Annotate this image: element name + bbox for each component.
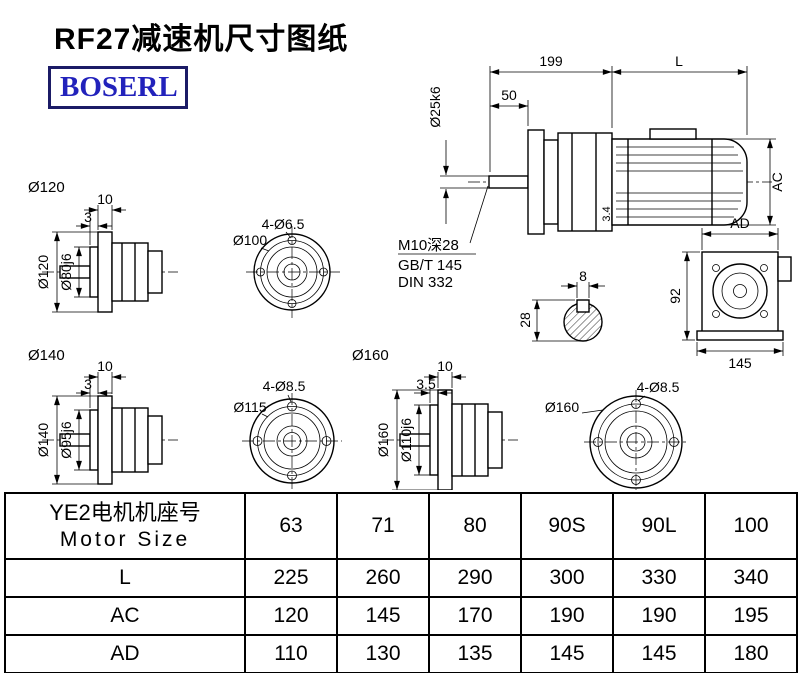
dimension-drawing: 199 L 50 Ø25k6 AC 3.4 M10深28 GB/T 145 DI… [28, 53, 792, 490]
brand-logo-text: BOSERL [60, 71, 178, 103]
row-label-AC: AC [4, 596, 246, 636]
dim-AD: AD [730, 215, 749, 231]
cell-AC-80: 170 [428, 596, 522, 636]
cell-AD-71: 130 [336, 634, 430, 673]
dim-28: 28 [517, 312, 533, 328]
end-view: AD 92 145 [667, 215, 792, 371]
note-gb-standard: GB/T 145 [398, 257, 462, 274]
dim-flange140-spigot: Ø95j6 [58, 421, 74, 459]
table-header-row: YE2电机机座号 Motor Size 63 71 80 90S 90L 100 [4, 492, 798, 560]
dim-flange120-10: 10 [97, 191, 113, 207]
dim-199: 199 [539, 53, 563, 69]
key [576, 299, 590, 313]
size-column-63: 63 [244, 492, 338, 560]
output-shaft [488, 175, 529, 189]
cell-AC-100: 195 [704, 596, 798, 636]
table-row-AD: AD 110 130 135 145 145 180 [4, 634, 798, 673]
dim-L: L [675, 53, 683, 69]
dim-flange140-10: 10 [97, 358, 113, 374]
dim-flange140-bolt-circle: Ø115 [233, 399, 266, 415]
cell-L-80: 290 [428, 558, 522, 598]
size-column-100: 100 [704, 492, 798, 560]
shaft-key-section: 8 28 [517, 268, 605, 342]
cell-L-71: 260 [336, 558, 430, 598]
dim-flange160-bolt-circle: Ø160 [545, 399, 579, 415]
dim-flange160-outer: Ø160 [375, 423, 391, 457]
flange-160-label: Ø160 [352, 347, 389, 364]
flange-160-side-view: Ø160 Ø160 Ø110j6 10 3.5 [352, 347, 518, 490]
motor-body [611, 138, 748, 226]
dim-flange120-bolt-circle: Ø100 [233, 232, 267, 248]
flange-140-side-view: Ø140 Ø140 Ø95j6 10 3 [28, 347, 178, 485]
flange-160-front-view: 4-Ø8.5 Ø160 [545, 379, 688, 490]
flange-120-label: Ø120 [28, 179, 65, 196]
page-title: RF27减速机尺寸图纸 [54, 23, 349, 56]
end-view-base [696, 330, 784, 341]
gearbox-flange [527, 129, 545, 235]
size-column-71: 71 [336, 492, 430, 560]
dim-8: 8 [579, 268, 587, 284]
dim-flange120-spigot: Ø80j6 [58, 253, 74, 291]
size-column-90S: 90S [520, 492, 614, 560]
flange-120-side-view: Ø120 Ø120 Ø80j6 10 3 [28, 179, 178, 313]
flange-120-front-view: 4-Ø6.5 Ø100 [233, 216, 340, 318]
cell-AD-63: 110 [244, 634, 338, 673]
brand-logo: BOSERL [48, 66, 188, 109]
dim-flange120-holes: 4-Ø6.5 [262, 216, 305, 232]
cell-AD-90S: 145 [520, 634, 614, 673]
dim-flange140-3: 3 [84, 376, 92, 392]
note-din-standard: DIN 332 [398, 274, 453, 291]
dim-50: 50 [501, 87, 517, 103]
dim-flange120-3: 3 [84, 209, 92, 225]
cell-AC-63: 120 [244, 596, 338, 636]
note-thread: M10深28 [398, 237, 459, 254]
cell-L-100: 340 [704, 558, 798, 598]
table-header-label: YE2电机机座号 Motor Size [4, 492, 246, 560]
dim-flange140-outer: Ø140 [35, 423, 51, 457]
dim-flange160-3-5: 3.5 [416, 376, 436, 392]
cell-AD-80: 135 [428, 634, 522, 673]
gearbox-housing [557, 132, 613, 232]
row-label-L: L [4, 558, 246, 598]
cell-AD-90L: 145 [612, 634, 706, 673]
row-label-AD: AD [4, 634, 246, 673]
dim-flange140-holes: 4-Ø8.5 [263, 378, 306, 394]
dim-shaft-diameter: Ø25k6 [427, 86, 443, 127]
table-row-L: L 225 260 290 300 330 340 [4, 558, 798, 598]
dim-145: 145 [728, 355, 752, 371]
dim-AC: AC [769, 172, 785, 191]
size-column-90L: 90L [612, 492, 706, 560]
cell-AC-71: 145 [336, 596, 430, 636]
motor-fins [616, 146, 743, 218]
cell-L-90S: 300 [520, 558, 614, 598]
size-column-80: 80 [428, 492, 522, 560]
motor-terminal-box [649, 128, 697, 140]
end-view-body [701, 251, 779, 339]
dim-flange160-spigot: Ø110j6 [398, 418, 414, 462]
dim-92: 92 [667, 288, 683, 304]
flange-140-label: Ø140 [28, 347, 65, 364]
dim-3-4: 3.4 [601, 206, 613, 221]
cell-AD-100: 180 [704, 634, 798, 673]
motor-size-table: YE2电机机座号 Motor Size 63 71 80 90S 90L 100… [4, 492, 798, 673]
table-row-AC: AC 120 145 170 190 190 195 [4, 596, 798, 636]
dim-flange120-outer: Ø120 [35, 255, 51, 289]
cell-AC-90S: 190 [520, 596, 614, 636]
cell-L-63: 225 [244, 558, 338, 598]
table-header-en: Motor Size [59, 527, 191, 551]
main-assembly-view: 199 L 50 Ø25k6 AC 3.4 M10深28 GB/T 145 DI… [398, 53, 785, 291]
table-header-cn: YE2电机机座号 [49, 500, 201, 526]
flange-140-front-view: 4-Ø8.5 Ø115 [233, 378, 342, 489]
cell-L-90L: 330 [612, 558, 706, 598]
cell-AC-90L: 190 [612, 596, 706, 636]
dim-flange160-holes: 4-Ø8.5 [637, 379, 680, 395]
dim-flange160-10: 10 [437, 358, 453, 374]
